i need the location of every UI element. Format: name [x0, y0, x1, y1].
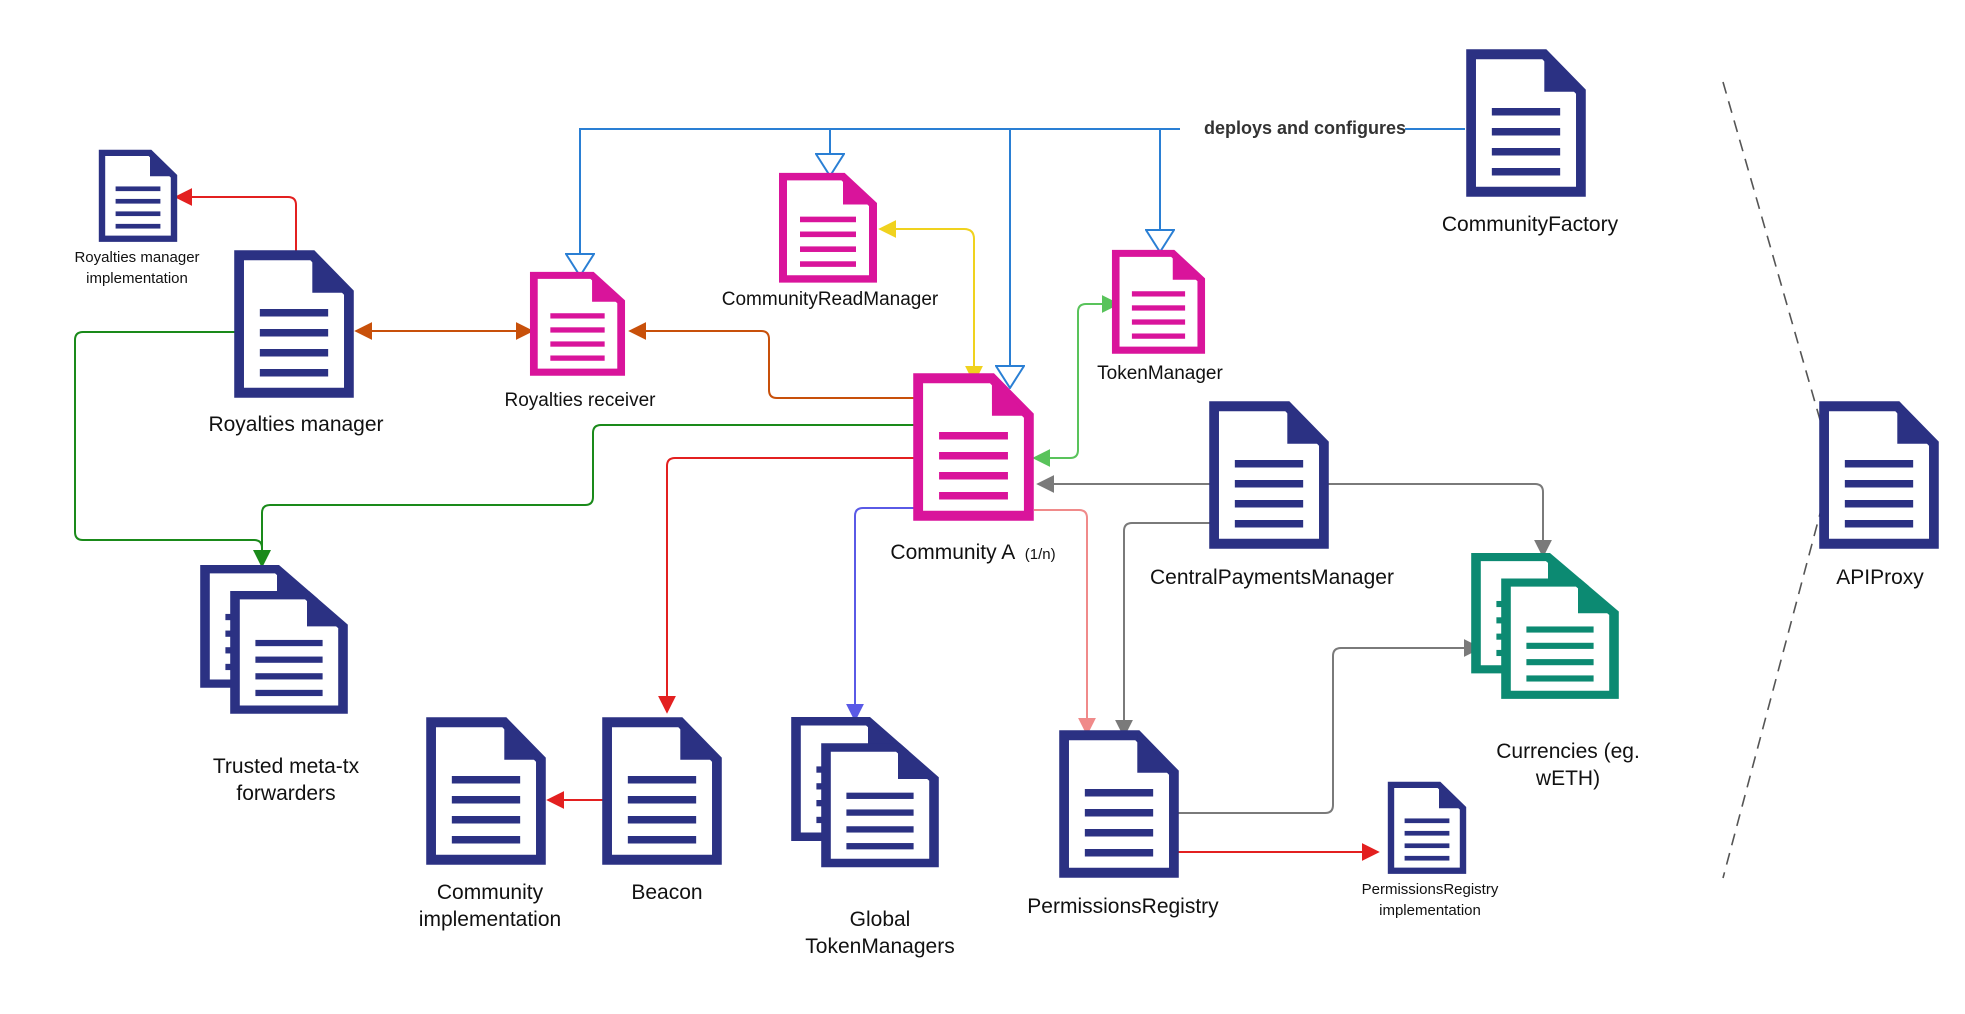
- node-global-token-managers[interactable]: Global TokenManagers: [796, 721, 955, 958]
- edge-payments-permissions: [1115, 522, 1225, 738]
- global-token-managers-label-1: Global: [850, 908, 911, 931]
- permissions-registry-doc-icon: [1064, 735, 1174, 873]
- trusted-forwarders-label-1: Trusted meta-tx: [213, 755, 360, 778]
- edge-payments-currencies: [1325, 483, 1552, 558]
- royalties-manager-impl-label-1: Royalties manager: [74, 249, 199, 266]
- edge-community-receiver: [628, 322, 923, 399]
- community-read-manager-label: CommunityReadManager: [722, 289, 939, 310]
- edge-deploys-community-a: [1010, 128, 1180, 388]
- edge-deploys-royalties-receiver: [580, 128, 1180, 276]
- edge-community-globaltm: [846, 507, 923, 722]
- community-implementation-label-1: Community: [437, 881, 544, 904]
- royalties-receiver-doc-icon: [534, 275, 621, 372]
- node-community-implementation[interactable]: Community implementation: [419, 722, 561, 931]
- edge-community-permissions: [1034, 509, 1096, 736]
- global-token-managers-label-2: TokenManagers: [805, 935, 954, 958]
- node-permissions-registry-impl[interactable]: PermissionsRegistry implementation: [1362, 785, 1499, 919]
- community-read-manager-doc-icon: [783, 177, 873, 279]
- node-permissions-registry[interactable]: PermissionsRegistry: [1027, 735, 1219, 918]
- community-a-suffix: (1/n): [1025, 546, 1056, 563]
- token-manager-doc-icon: [1116, 253, 1202, 350]
- edge-community-readmanager: [878, 220, 983, 384]
- edge-permissions-currencies: [1175, 639, 1482, 814]
- currencies-docstack-icon: [1476, 557, 1614, 695]
- node-trusted-forwarders[interactable]: Trusted meta-tx forwarders: [205, 569, 360, 805]
- trusted-forwarders-label-2: forwarders: [236, 782, 335, 805]
- edges: [74, 81, 1834, 879]
- apiproxy-doc-icon: [1824, 406, 1934, 544]
- apiproxy-proxy-wedge: [1722, 81, 1834, 879]
- royalties-manager-impl-label-2: implementation: [86, 270, 188, 287]
- edge-community-tokenmanager: [1032, 295, 1120, 467]
- node-central-payments-manager[interactable]: CentralPaymentsManager: [1150, 406, 1394, 589]
- permissions-registry-impl-label-1: PermissionsRegistry: [1362, 881, 1499, 898]
- community-a-doc-icon: [918, 378, 1029, 516]
- trusted-forwarders-docstack-icon: [205, 569, 343, 709]
- permissions-registry-impl-doc-icon: [1391, 785, 1463, 871]
- royalties-manager-label: Royalties manager: [208, 413, 383, 436]
- apiproxy-label: APIProxy: [1836, 566, 1924, 589]
- node-royalties-receiver[interactable]: Royalties receiver: [505, 275, 657, 411]
- node-apiproxy[interactable]: APIProxy: [1824, 406, 1934, 589]
- permissions-registry-label: PermissionsRegistry: [1027, 895, 1219, 918]
- community-implementation-label-2: implementation: [419, 908, 561, 931]
- community-a-name: Community A: [890, 541, 1015, 564]
- node-beacon[interactable]: Beacon: [607, 722, 717, 904]
- edge-royalties-to-impl: [174, 188, 297, 262]
- central-payments-manager-label: CentralPaymentsManager: [1150, 566, 1394, 589]
- permissions-registry-impl-label-2: implementation: [1379, 902, 1481, 919]
- royalties-manager-doc-icon: [239, 255, 349, 393]
- node-currencies[interactable]: Currencies (eg. wETH): [1476, 557, 1640, 790]
- edge-royalties-forwarders: [74, 331, 271, 568]
- edge-community-forwarders: [253, 424, 923, 568]
- deploys-label: deploys and configures: [1204, 118, 1406, 138]
- global-token-managers-docstack-icon: [796, 721, 934, 863]
- royalties-manager-impl-doc-icon: [102, 153, 174, 239]
- node-royalties-manager[interactable]: Royalties manager: [208, 255, 384, 436]
- community-factory-doc-icon: [1471, 54, 1581, 192]
- currencies-label-1: Currencies (eg.: [1496, 740, 1640, 763]
- node-community-factory[interactable]: CommunityFactory: [1442, 54, 1619, 236]
- central-payments-manager-doc-icon: [1214, 406, 1324, 544]
- community-implementation-doc-icon: [431, 722, 541, 860]
- community-a-label: Community A (1/n): [890, 541, 1055, 564]
- token-manager-label: TokenManager: [1097, 363, 1223, 384]
- royalties-receiver-label: Royalties receiver: [505, 390, 657, 411]
- node-token-manager[interactable]: TokenManager: [1097, 253, 1224, 384]
- currencies-label-2: wETH): [1535, 767, 1600, 790]
- beacon-label: Beacon: [631, 881, 702, 904]
- edge-deploys-read-manager: [830, 128, 1180, 176]
- beacon-doc-icon: [607, 722, 717, 860]
- node-community-read-manager[interactable]: CommunityReadManager: [722, 177, 939, 310]
- edge-community-beacon: [658, 457, 923, 714]
- community-factory-label: CommunityFactory: [1442, 213, 1619, 236]
- edge-deploys-token-manager: [1160, 128, 1180, 252]
- node-royalties-manager-impl[interactable]: Royalties manager implementation: [74, 153, 200, 287]
- node-community-a[interactable]: Community A (1/n): [890, 378, 1056, 564]
